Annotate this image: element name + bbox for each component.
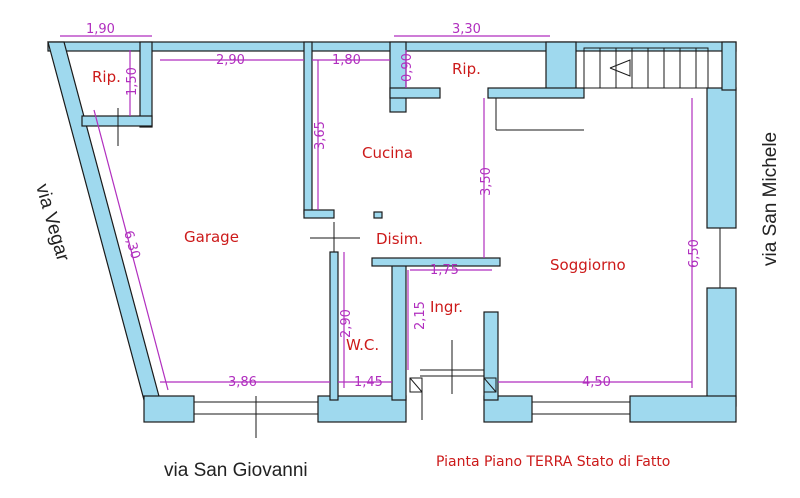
- dim-1-90: 1,90: [86, 22, 115, 37]
- dim-0-90: 0,90: [400, 53, 415, 82]
- dim-4-50: 4,50: [582, 375, 611, 390]
- street-label-west: via Vegar: [31, 182, 73, 265]
- dim-1-50: 1,50: [125, 67, 140, 96]
- dim-3-86: 3,86: [228, 375, 257, 390]
- room-label-disim: Disim.: [376, 230, 423, 248]
- room-label-cucina: Cucina: [362, 144, 413, 162]
- dim-2-90-top: 2,90: [216, 53, 245, 68]
- dim-3-30: 3,30: [452, 22, 481, 37]
- staircase: [495, 47, 709, 131]
- walls: [47, 41, 737, 423]
- room-label-garage: Garage: [184, 228, 239, 246]
- dimension-labels: 1,90 3,30 2,90 1,80 0,90 1,50 3,65 3,50 …: [86, 22, 702, 390]
- wall-cucina-partition: [303, 209, 335, 219]
- wall-rip-left-east: [139, 41, 153, 128]
- dim-2-90-wc: 2,90: [339, 309, 354, 338]
- dim-3-65: 3,65: [313, 121, 328, 150]
- room-label-rip-left: Rip.: [92, 68, 121, 86]
- wall-east-top: [721, 41, 737, 91]
- room-label-soggiorno: Soggiorno: [550, 256, 626, 274]
- dim-2-15: 2,15: [413, 301, 428, 330]
- street-label-east: via San Michele: [760, 132, 781, 266]
- wall-east-upper: [706, 87, 737, 229]
- pillar-disim: [373, 211, 383, 219]
- room-label-rip-top: Rip.: [452, 60, 481, 78]
- dim-3-50: 3,50: [479, 167, 494, 196]
- wall-rip-left-south: [81, 115, 153, 127]
- dim-6-30: 6,30: [120, 229, 142, 261]
- street-label-south: via San Giovanni: [164, 460, 308, 481]
- wall-south-garage: [143, 395, 195, 423]
- dim-1-45: 1,45: [354, 375, 383, 390]
- wall-wc-east: [391, 261, 407, 401]
- dimension-lines: [60, 35, 693, 391]
- wall-rip-top-east: [545, 41, 577, 93]
- room-label-wc: W.C.: [346, 336, 379, 354]
- plan-caption: Pianta Piano TERRA Stato di Fatto: [436, 454, 670, 470]
- dim-1-75: 1,75: [430, 263, 459, 278]
- dim-1-80: 1,80: [332, 53, 361, 68]
- doors: [92, 108, 736, 438]
- wall-stair-block: [487, 87, 585, 99]
- wall-rip-top-south: [389, 87, 441, 99]
- wall-wc-west: [329, 251, 339, 401]
- wall-cucina-west: [303, 41, 313, 215]
- room-label-ingr: Ingr.: [430, 298, 463, 316]
- wall-disim-south: [371, 257, 501, 267]
- dim-6-50: 6,50: [687, 239, 702, 268]
- wall-south-right: [629, 395, 737, 423]
- room-labels: Rip. Rip. Cucina Garage Disim. Soggiorno…: [92, 60, 626, 354]
- wall-east-lower: [706, 287, 737, 407]
